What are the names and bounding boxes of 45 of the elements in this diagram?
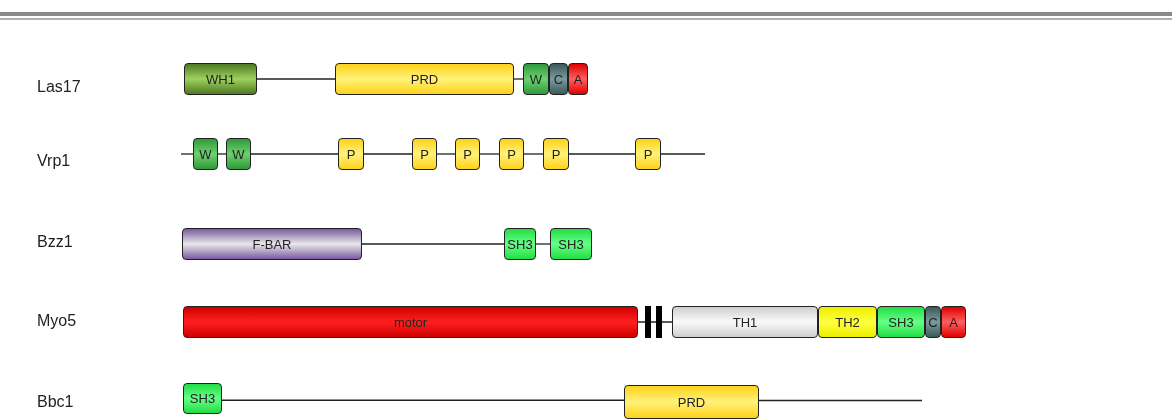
domain-box: C <box>549 63 568 95</box>
domain-box: P <box>455 138 480 170</box>
domain-box: TH2 <box>818 306 877 338</box>
connector-line <box>513 78 524 80</box>
connector-line <box>217 153 227 155</box>
connector-line <box>221 399 625 401</box>
domain-box: SH3 <box>183 383 222 414</box>
connector-line <box>758 399 923 402</box>
domain-box: C <box>925 306 941 338</box>
domain-box: P <box>635 138 661 170</box>
connector-line <box>363 153 413 155</box>
connector-line <box>436 153 456 155</box>
domain-box: P <box>412 138 437 170</box>
connector-line <box>568 153 636 155</box>
protein-name: Las17 <box>37 78 81 96</box>
connector-line <box>250 153 339 155</box>
protein-name: Myo5 <box>37 312 77 330</box>
domain-box: PRD <box>335 63 514 95</box>
connector-line <box>256 78 336 80</box>
connector-line <box>180 153 194 155</box>
domain-box: A <box>568 63 588 95</box>
connector-line <box>479 153 500 155</box>
protein-name: Bzz1 <box>37 233 73 251</box>
connector-line <box>361 243 505 245</box>
connector-line <box>535 243 551 245</box>
domain-box: P <box>338 138 364 170</box>
domain-box: motor <box>183 306 638 338</box>
domain-box: A <box>941 306 966 338</box>
connector-line <box>523 153 544 155</box>
domain-box: SH3 <box>504 228 536 260</box>
domain-box: SH3 <box>550 228 592 260</box>
protein-name: Vrp1 <box>37 152 71 170</box>
domain-box: PRD <box>624 385 759 419</box>
domain-box: TH1 <box>672 306 818 338</box>
domain-box: P <box>499 138 524 170</box>
domain-box: F-BAR <box>182 228 362 260</box>
domain-box: W <box>226 138 251 170</box>
domain-box: SH3 <box>877 306 925 338</box>
connector-line <box>660 153 706 155</box>
domain-box: WH1 <box>184 63 257 95</box>
domain-box: W <box>193 138 218 170</box>
domain-box: P <box>543 138 569 170</box>
domain-box: W <box>523 63 549 95</box>
protein-name: Bbc1 <box>37 393 74 411</box>
connector-line <box>637 321 673 323</box>
